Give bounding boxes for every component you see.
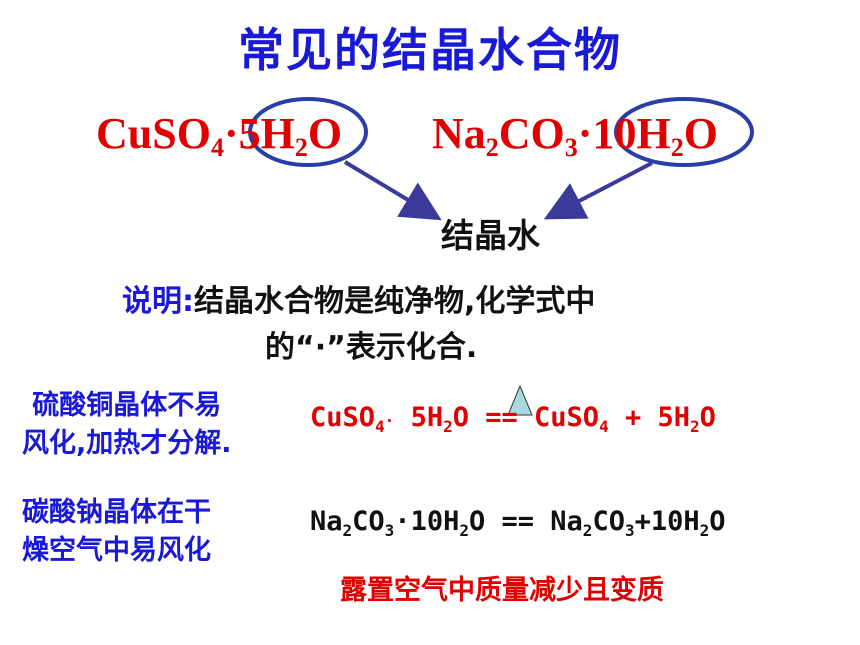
heat-triangle-icon: [507, 384, 533, 416]
highlight-ellipse-1: [248, 97, 368, 167]
note-line-1: 说明:结晶水合物是纯净物,化学式中: [122, 284, 596, 319]
arrow-left: [343, 160, 442, 221]
page-title: 常见的结晶水合物: [238, 23, 622, 77]
formula-sodium-carbonate: Na2CO3·10H2O: [432, 109, 718, 162]
copper-sulfate-description: 硫酸铜晶体不易 风化,加热才分解.: [22, 390, 232, 459]
sodium-carbonate-equation: Na2CO3·10H2O == Na2CO3+10H2O: [310, 506, 726, 540]
water-of-crystallization-label: 结晶水: [441, 216, 540, 255]
formula-copper-sulfate: CuSO4·5H2O: [96, 109, 343, 162]
note-line-2: 的“·”表示化合.: [265, 330, 478, 365]
efflorescence-note: 露置空气中质量减少且变质: [340, 575, 664, 606]
arrow-right: [543, 161, 653, 220]
note-label: 说明:: [122, 284, 194, 319]
copper-sulfate-equation: CuSO4· 5H2O == CuSO4 + 5H2O: [310, 402, 716, 436]
highlight-ellipse-2: [614, 97, 754, 167]
sodium-carbonate-description: 碳酸钠晶体在干 燥空气中易风化: [22, 497, 211, 566]
